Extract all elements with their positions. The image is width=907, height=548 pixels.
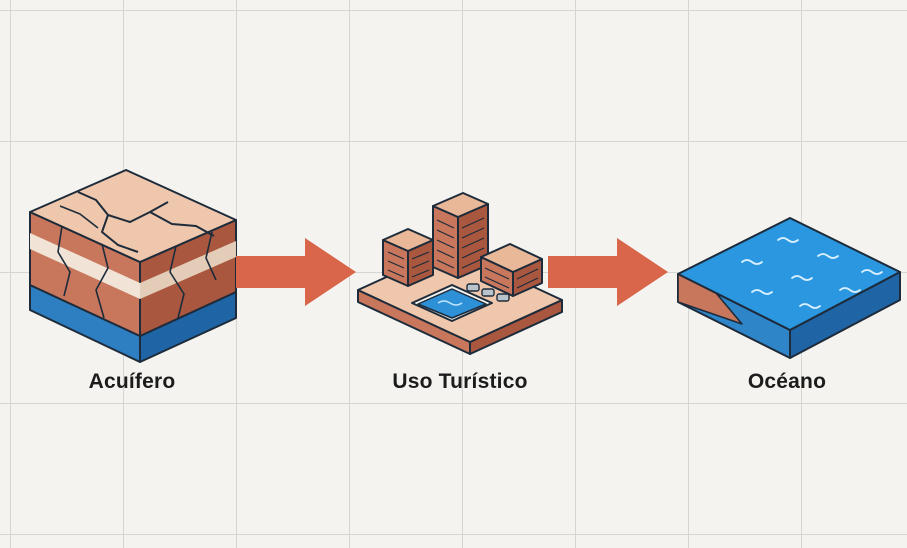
node-label-oceano: Océano [747,370,827,393]
node-label-acuifero: Acuífero [88,370,176,393]
ocean-block-icon [677,217,901,359]
tourist-buildings-pool-icon [357,192,563,355]
node-label-uso-turistico: Uso Turístico [392,370,528,393]
flow-arrow-1 [236,238,356,306]
flow-arrow-2 [548,238,668,306]
cracked-aquifer-block-icon [29,169,237,363]
